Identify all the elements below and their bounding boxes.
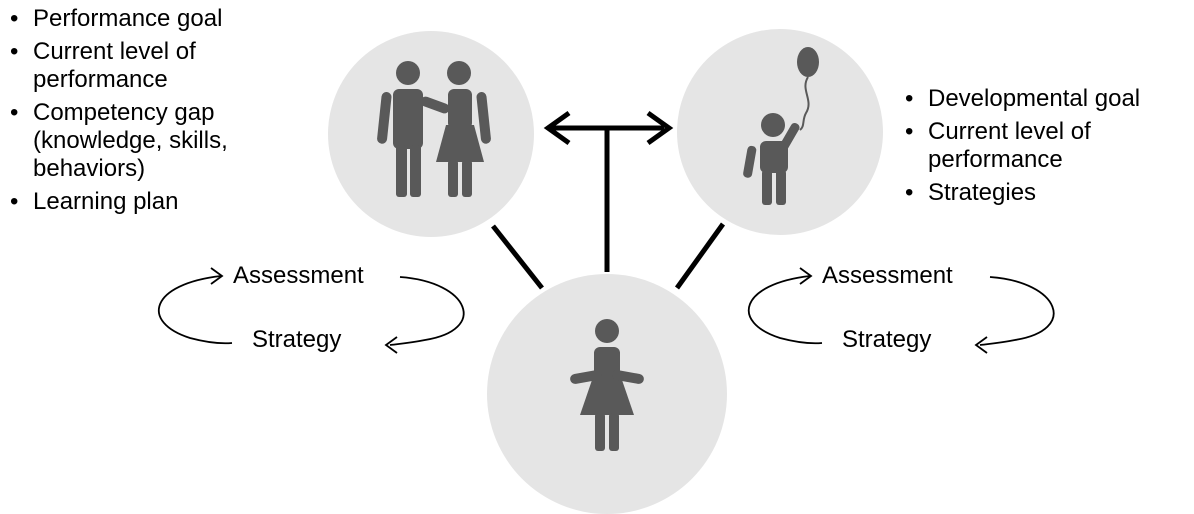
balloon-icon	[797, 47, 819, 77]
right-cycle-arrows	[748, 267, 1055, 354]
list-item: Learning plan	[6, 188, 306, 216]
right-cycle-top-arrowhead-icon	[799, 267, 813, 285]
left-cycle-top-arrowhead-icon	[210, 267, 224, 285]
right-cycle-strategy-label: Strategy	[842, 326, 932, 353]
child-to-teacher-line	[674, 222, 726, 290]
left-cycle-strategy-label: Strategy	[252, 326, 342, 353]
arrowhead-right-icon	[646, 110, 674, 146]
arrowhead-left-icon	[543, 110, 571, 146]
list-item: Current level of performance	[6, 38, 273, 94]
teacher-node	[487, 274, 727, 514]
parents-to-teacher-line	[491, 224, 544, 290]
list-item: Current level of performance	[901, 118, 1158, 174]
list-item: Developmental goal	[901, 85, 1191, 113]
right-cycle-assessment-label: Assessment	[822, 262, 953, 289]
parents-icon	[377, 61, 491, 197]
left-cycle-assessment-label: Assessment	[233, 262, 364, 289]
child-bullet-list: Developmental goal Current level of perf…	[901, 85, 1191, 212]
child-with-balloon-icon	[743, 47, 819, 205]
parents-bullet-list: Performance goal Current level of perfor…	[6, 5, 306, 221]
connector-lines	[491, 128, 726, 290]
child-node	[677, 29, 883, 235]
list-item: Competency gap (knowledge, skills, behav…	[6, 99, 293, 183]
left-cycle-arrows	[158, 267, 465, 354]
parents-node	[328, 31, 534, 237]
double-arrow	[543, 110, 674, 146]
left-cycle-bottom-arrowhead-icon	[384, 336, 398, 354]
teacher-icon	[570, 319, 644, 451]
list-item: Strategies	[901, 179, 1191, 207]
right-cycle-bottom-arrowhead-icon	[974, 336, 988, 354]
list-item: Performance goal	[6, 5, 306, 33]
parents-circle	[328, 31, 534, 237]
